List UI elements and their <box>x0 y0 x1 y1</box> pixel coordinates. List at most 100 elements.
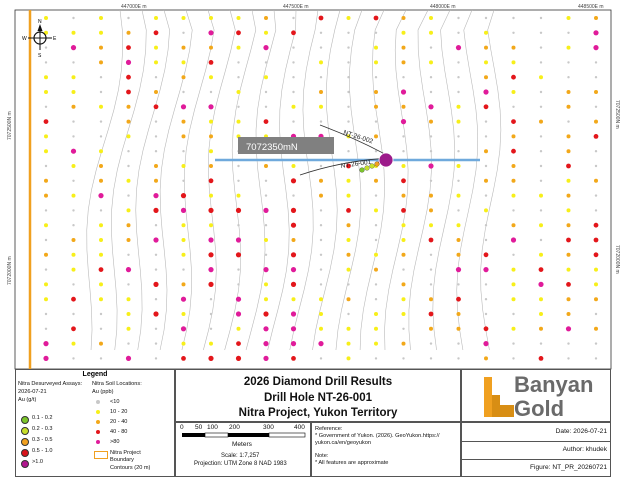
soil-sample <box>126 238 131 242</box>
soil-sample <box>593 222 599 228</box>
soil-sample <box>44 297 48 302</box>
soil-sample <box>347 312 350 316</box>
soil-sample <box>565 326 572 332</box>
boundary-swatch <box>94 451 108 459</box>
soil-sample <box>401 16 406 20</box>
soil-sample <box>72 209 75 212</box>
soil-sample <box>593 45 599 51</box>
soil-sample <box>290 267 297 273</box>
soil-sample <box>374 194 378 197</box>
contour-lines <box>86 9 502 351</box>
soil-sample <box>237 224 240 227</box>
soil-sample <box>99 16 103 20</box>
soil-sample <box>70 148 77 154</box>
soil-sample <box>428 104 434 110</box>
soil-sample <box>290 252 297 258</box>
soil-sample <box>429 223 433 228</box>
soil-sample <box>374 76 378 79</box>
soil-sample <box>44 75 48 80</box>
soil-sample <box>456 252 461 257</box>
soil-sample <box>319 76 323 79</box>
assay-unit: Au (g/t) <box>18 397 37 403</box>
soil-sample <box>511 297 516 302</box>
soil-sample <box>483 89 489 95</box>
soil-sample <box>429 135 433 138</box>
soil-sample <box>539 135 543 138</box>
soil-sample <box>401 30 406 35</box>
soil-sample <box>566 178 571 183</box>
soil-sample <box>236 119 241 124</box>
soil-sample <box>44 193 48 198</box>
soil-sample <box>594 16 598 20</box>
soil-sample <box>181 282 186 287</box>
soil-sample <box>264 105 268 109</box>
svg-text:S: S <box>38 53 42 59</box>
assay-legend-label: 0.5 - 1.0 <box>32 448 53 454</box>
soil-legend-label: 40 - 80 <box>110 429 128 435</box>
soil-sample <box>263 119 269 124</box>
soil-sample <box>402 327 405 330</box>
soil-sample <box>99 76 103 79</box>
soil-sample <box>236 341 241 346</box>
soil-sample <box>566 252 571 257</box>
info-author: Author: khudek <box>562 446 607 453</box>
soil-sample <box>319 60 323 65</box>
soil-sample <box>292 76 295 79</box>
banyan-logo-icon <box>484 377 514 417</box>
soil-sample <box>374 224 378 227</box>
soil-sample <box>208 178 214 184</box>
assay-legend-symbol <box>21 449 29 457</box>
contour-line <box>245 9 277 351</box>
soil-sample <box>429 326 433 331</box>
soil-sample <box>237 283 240 286</box>
soil-sample <box>181 238 186 242</box>
soil-sample <box>292 46 295 49</box>
soil-sample <box>512 342 515 345</box>
soil-sample <box>374 252 378 257</box>
soil-sample <box>319 312 323 316</box>
soil-sample <box>484 224 488 227</box>
svg-text:E: E <box>53 36 57 42</box>
drill-assay-marker <box>364 165 370 171</box>
soil-sample <box>401 252 406 257</box>
soil-sample <box>290 207 297 213</box>
soil-sample <box>154 342 158 345</box>
soil-sample <box>237 179 240 182</box>
soil-sample <box>539 164 543 168</box>
soil-sample <box>264 75 268 80</box>
soil-sample <box>484 120 488 123</box>
soil-sample <box>484 75 488 80</box>
info-figure: Figure: NT_PR_20260721 <box>530 464 607 471</box>
soil-sample <box>43 119 49 124</box>
soil-sample <box>483 104 489 110</box>
soil-sample <box>319 90 323 94</box>
soil-sample <box>319 164 323 168</box>
soil-sample <box>374 312 378 316</box>
soil-sample <box>235 252 242 258</box>
soil-sample <box>457 209 460 212</box>
soil-sample <box>594 90 598 94</box>
soil-samples <box>43 15 599 361</box>
contour-line <box>135 9 170 351</box>
soil-sample <box>98 193 104 199</box>
soil-sample <box>181 134 186 139</box>
soil-sample <box>264 61 268 64</box>
soil-sample <box>594 282 598 287</box>
soil-sample <box>484 135 488 138</box>
soil-sample <box>374 283 378 286</box>
soil-sample <box>319 224 323 227</box>
soil-sample <box>237 105 240 109</box>
soil-sample <box>594 194 598 197</box>
soil-sample <box>346 193 351 198</box>
soil-sample <box>511 119 516 124</box>
soil-sample <box>264 179 268 182</box>
soil-sample <box>71 75 76 80</box>
soil-sample <box>264 90 268 94</box>
soil-sample <box>374 120 378 123</box>
soil-sample <box>319 326 323 331</box>
soil-sample <box>153 237 159 243</box>
soil-sample <box>511 134 516 139</box>
soil-sample <box>44 327 48 330</box>
soil-sample <box>374 134 378 139</box>
soil-sample <box>209 119 213 124</box>
